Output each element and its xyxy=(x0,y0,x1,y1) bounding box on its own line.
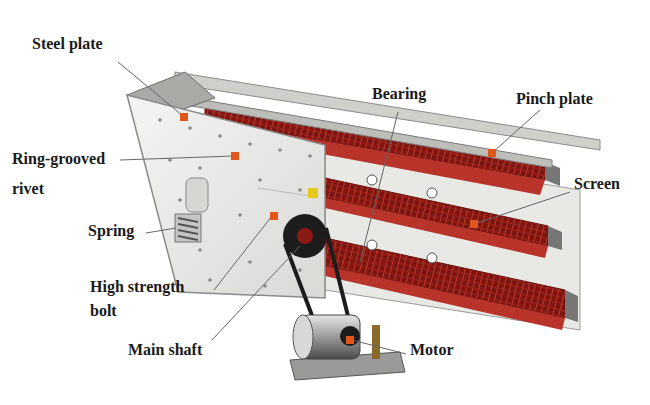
part-label: High strength bolt xyxy=(90,275,212,323)
part-label: Ring-grooved rivet xyxy=(12,144,116,204)
part-label: Steel plate xyxy=(32,34,162,54)
part-label: Bearing xyxy=(372,84,462,104)
part-label: Screen xyxy=(574,174,644,194)
part-label: Motor xyxy=(410,340,480,360)
part-label: Main shaft xyxy=(128,340,238,360)
part-label: Spring xyxy=(88,221,158,241)
part-label: Pinch plate xyxy=(516,89,636,109)
